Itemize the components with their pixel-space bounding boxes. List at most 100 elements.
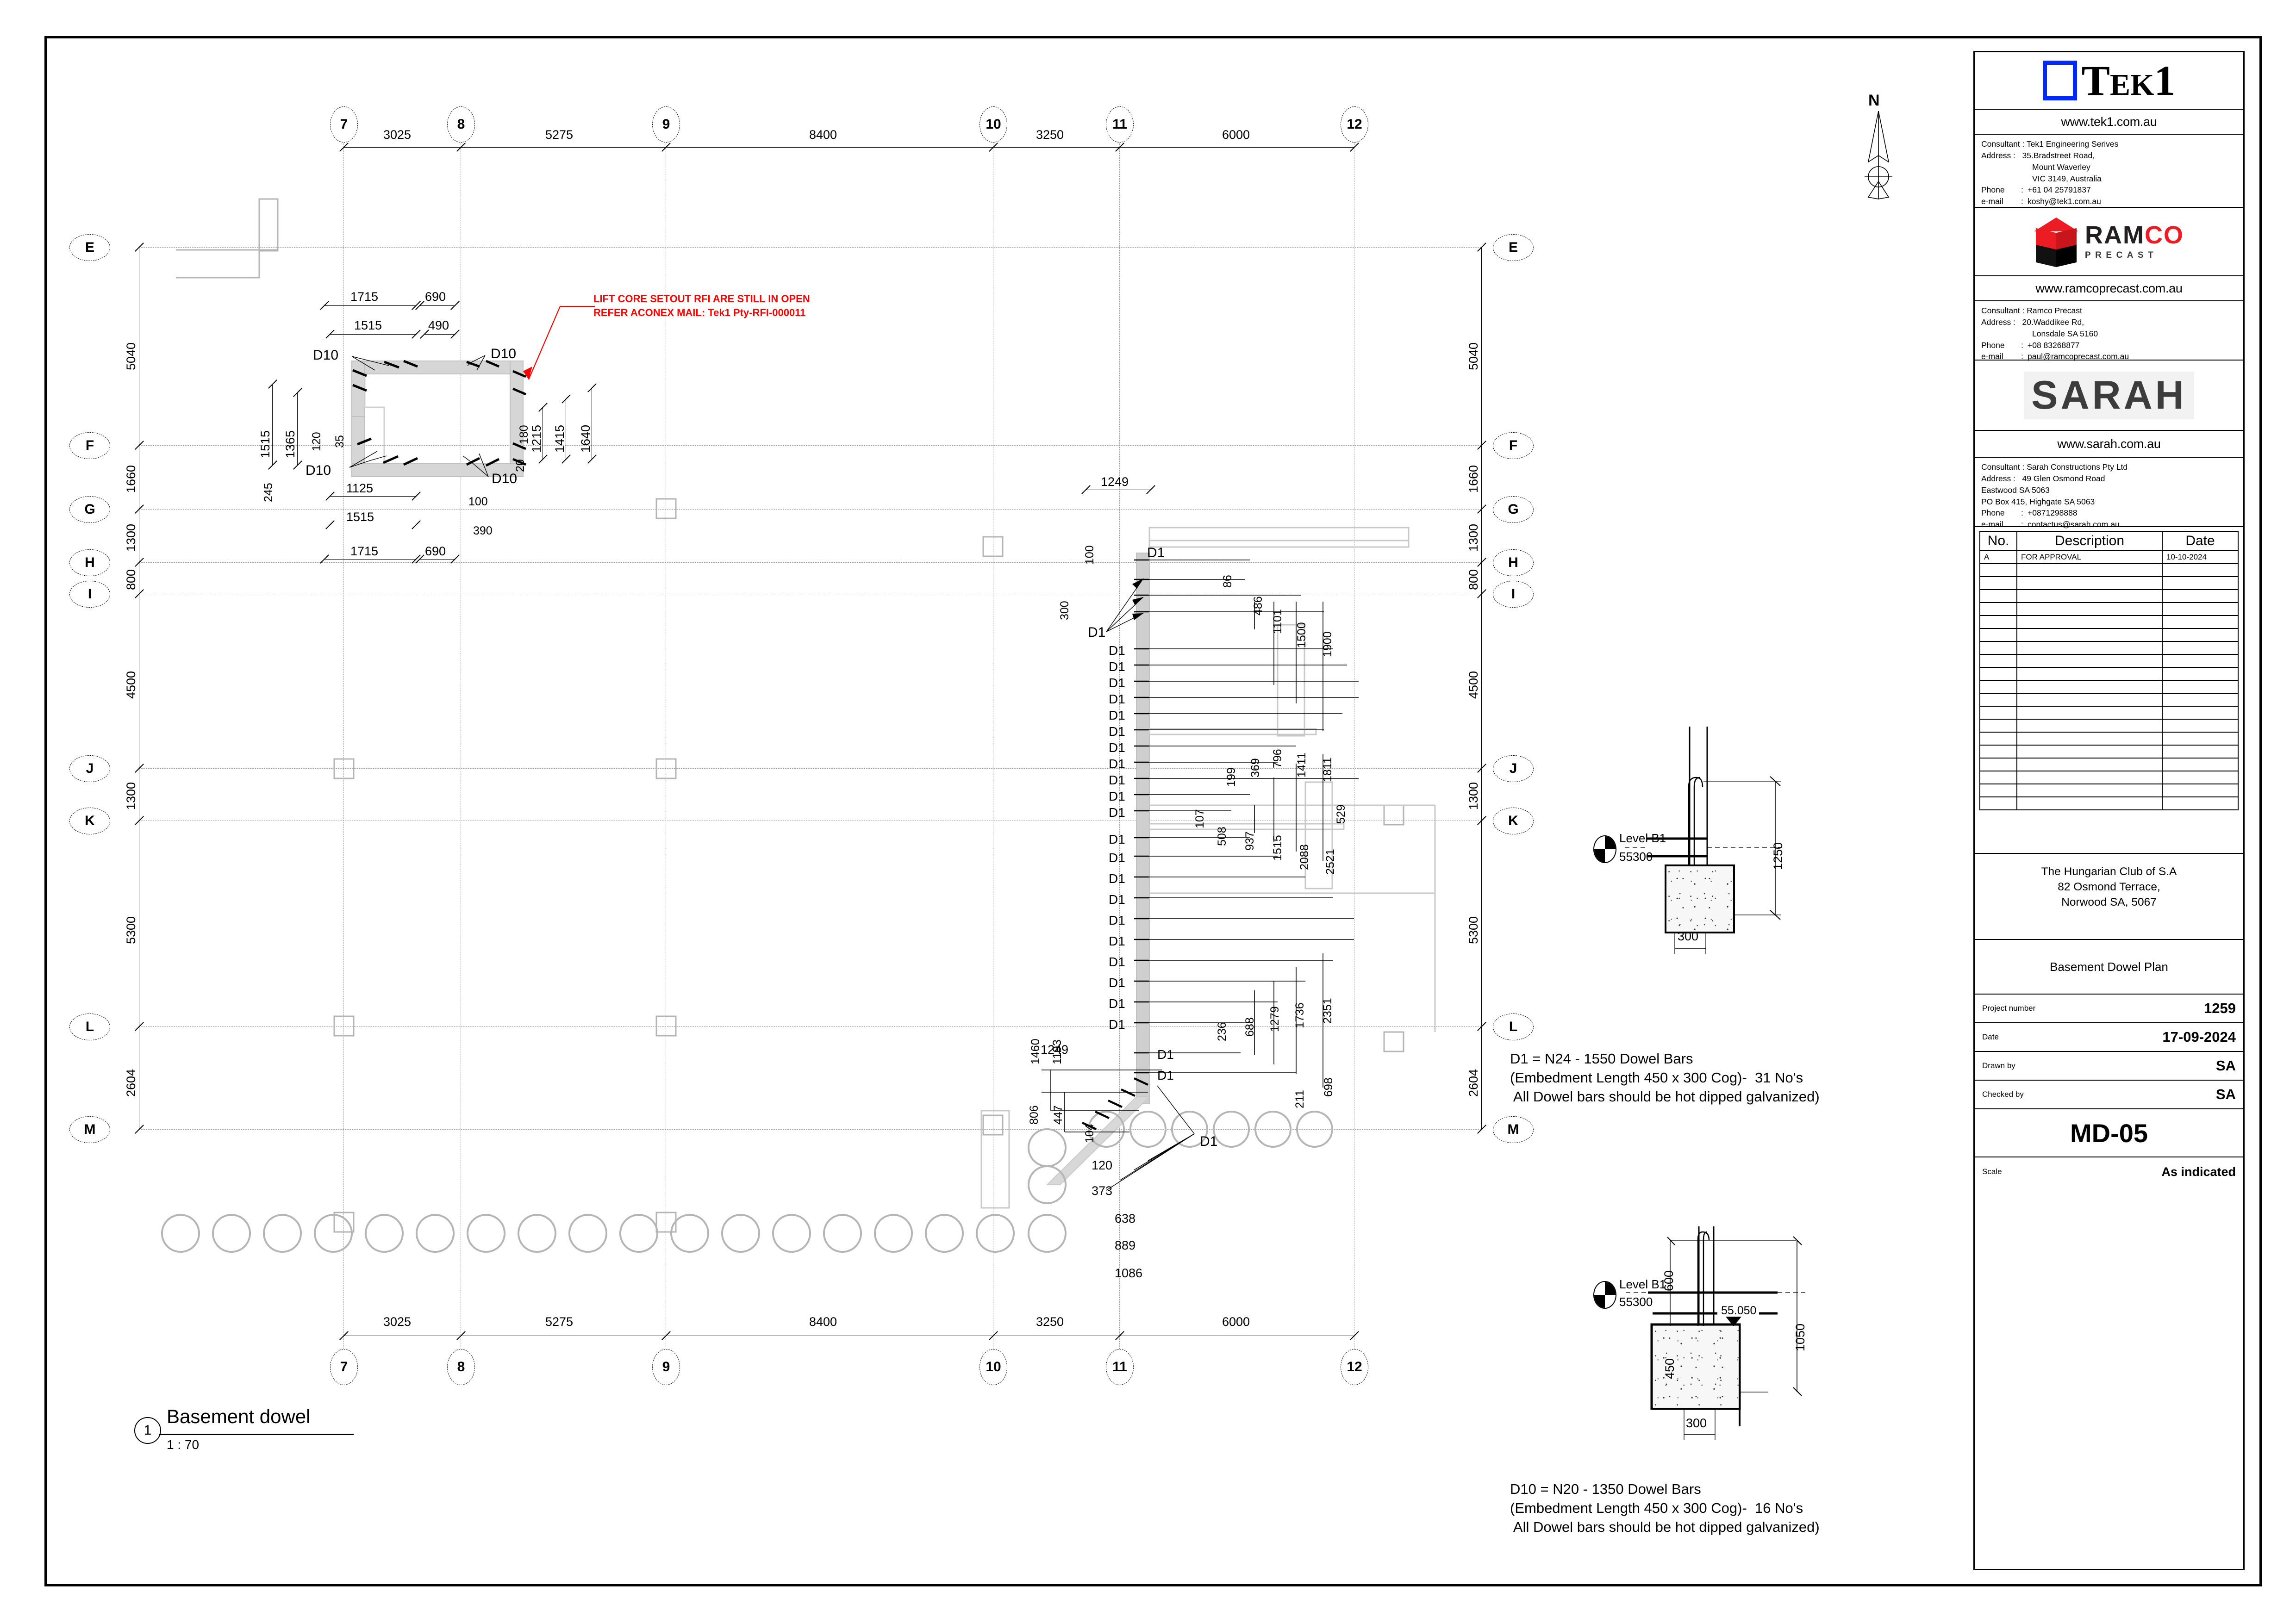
grid-bubble-J-left[interactable]: J: [69, 755, 110, 782]
d1-label-row: D1: [1109, 740, 1125, 755]
project-number-label: Project number: [1982, 1004, 2036, 1013]
grid-bubble-9-top[interactable]: 9: [652, 106, 680, 143]
grid-bubble-E-right[interactable]: E: [1493, 234, 1534, 261]
table-row[interactable]: [1979, 719, 2239, 733]
ramco-email-value[interactable]: paul@ramcoprecast.com.au: [2028, 352, 2129, 361]
rfi-note-line1: LIFT CORE SETOUT RFI ARE STILL IN OPEN: [593, 293, 810, 305]
table-row[interactable]: [1979, 641, 2239, 655]
project-line2: 82 Osmond Terrace,: [2058, 881, 2160, 894]
structure-outlines: [161, 198, 1436, 1253]
sarah-email-value[interactable]: contactus@sarah.com.au: [2028, 520, 2120, 529]
d10-label-top-left: D10: [313, 348, 339, 363]
grid-bubble-G-right[interactable]: G: [1493, 496, 1534, 523]
grid-bubble-12-bottom[interactable]: 12: [1341, 1349, 1368, 1385]
revision-table: No. Description Date A FOR APPROVAL 10-1…: [1979, 531, 2239, 810]
d1-label-row: D1: [1109, 1017, 1125, 1032]
grid-bubble-7-top[interactable]: 7: [330, 106, 358, 143]
table-row[interactable]: [1979, 771, 2239, 784]
grid-bubble-8-bottom[interactable]: 8: [447, 1349, 475, 1385]
grid-bubble-M-right[interactable]: M: [1493, 1116, 1534, 1143]
liftcore-dim-1715-top: 1715: [350, 290, 379, 304]
tek1-wordmark: TEK1: [2082, 56, 2176, 105]
table-row[interactable]: [1979, 784, 2239, 797]
table-row[interactable]: [1979, 758, 2239, 771]
sarah-logo-row: SARAH: [1975, 361, 2243, 431]
table-row[interactable]: [1979, 732, 2239, 746]
table-row[interactable]: [1979, 602, 2239, 616]
project-info-row: The Hungarian Club of S.A 82 Osmond Terr…: [1975, 854, 2243, 940]
detail-upper-dim-1250: 1250: [1771, 842, 1785, 870]
grid-bubble-H-left[interactable]: H: [69, 549, 110, 576]
liftcore-dim-100: 100: [468, 495, 488, 508]
ramco-info: Consultant : Ramco Precast Address : 20.…: [1975, 301, 2243, 366]
grid-bubble-I-right[interactable]: I: [1493, 581, 1534, 608]
table-row[interactable]: [1979, 706, 2239, 720]
gridline-row-F: [139, 445, 1481, 446]
grid-bubble-11-bottom[interactable]: 11: [1106, 1349, 1134, 1385]
liftcore-dim-690-top: 690: [425, 290, 446, 304]
grid-bubble-K-right[interactable]: K: [1493, 808, 1534, 834]
d10-label-bottom-left: D10: [306, 463, 331, 478]
grid-bubble-L-right[interactable]: L: [1493, 1014, 1534, 1040]
drawn-by-value: SA: [2215, 1057, 2236, 1074]
sarah-url[interactable]: www.sarah.com.au: [2057, 436, 2161, 451]
grid-bubble-8-top[interactable]: 8: [447, 106, 475, 143]
d1-dowel-symbols: [1106, 559, 1359, 1074]
liftcore-dim-1125: 1125: [346, 481, 374, 495]
grid-bubble-11-top[interactable]: 11: [1106, 106, 1134, 143]
grid-bubble-L-left[interactable]: L: [69, 1014, 110, 1040]
ramco-address-label: Address :: [1981, 317, 2015, 327]
grid-bubble-F-left[interactable]: F: [69, 432, 110, 459]
tek1-url[interactable]: www.tek1.com.au: [2061, 114, 2157, 129]
tek1-url-row[interactable]: www.tek1.com.au: [1975, 110, 2243, 135]
tek1-phone-value: +61 04 25791837: [2028, 185, 2091, 195]
sarah-address-label: Address :: [1981, 473, 2015, 483]
detail-section-upper: Level B1 55300 1250 300: [1565, 713, 1935, 990]
grid-bubble-I-left[interactable]: I: [69, 581, 110, 608]
table-row[interactable]: [1979, 654, 2239, 668]
grid-bubble-H-right[interactable]: H: [1493, 549, 1534, 576]
grid-bubble-K-left[interactable]: K: [69, 808, 110, 834]
liftcore-dim-390: 390: [473, 524, 493, 537]
table-row[interactable]: [1979, 667, 2239, 681]
table-row[interactable]: [1979, 680, 2239, 694]
revision-header-date: Date: [2162, 531, 2239, 551]
grid-bubble-10-bottom[interactable]: 10: [980, 1349, 1007, 1385]
liftcore-dim-690-bottom: 690: [425, 544, 446, 558]
tek1-square-icon: [2042, 61, 2077, 100]
liftcore-dim-490-top: 490: [428, 318, 449, 332]
revision-header-description: Description: [2016, 531, 2163, 551]
sarah-info-row: Consultant : Sarah Constructions Pty Ltd…: [1975, 458, 2243, 529]
table-row[interactable]: [1979, 589, 2239, 603]
table-row[interactable]: [1979, 796, 2239, 810]
table-row[interactable]: [1979, 563, 2239, 577]
grid-bubble-12-top[interactable]: 12: [1341, 106, 1368, 143]
table-row[interactable]: [1979, 615, 2239, 629]
detail-section-lower: Level B1 55300 600 450 1050 55.050 300: [1565, 1226, 1935, 1486]
grid-bubble-9-bottom[interactable]: 9: [652, 1349, 680, 1385]
grid-bubble-10-top[interactable]: 10: [980, 106, 1007, 143]
grid-bubble-7-bottom[interactable]: 7: [330, 1349, 358, 1385]
sarah-url-row[interactable]: www.sarah.com.au: [1975, 431, 2243, 458]
table-row[interactable]: [1979, 693, 2239, 707]
grid-bubble-G-left[interactable]: G: [69, 496, 110, 523]
table-row[interactable]: [1979, 745, 2239, 759]
table-row[interactable]: [1979, 628, 2239, 642]
d10-dowel-symbols: [349, 355, 526, 477]
ramco-url[interactable]: www.ramcoprecast.com.au: [2035, 281, 2183, 295]
grid-bubble-J-right[interactable]: J: [1493, 755, 1534, 782]
detail-upper-level-value: 55300: [1619, 850, 1653, 864]
grid-bubble-E-left[interactable]: E: [69, 234, 110, 261]
table-row[interactable]: [1979, 576, 2239, 590]
grid-bubble-M-left[interactable]: M: [69, 1116, 110, 1143]
tek1-email-value[interactable]: koshy@tek1.com.au: [2028, 197, 2101, 206]
scale-value: As indicated: [2161, 1164, 2236, 1179]
grid-bubble-F-right[interactable]: F: [1493, 432, 1534, 459]
d1-label-row: D1: [1109, 892, 1125, 907]
d10-label-bottom-right: D10: [492, 471, 518, 486]
ramco-url-row[interactable]: www.ramcoprecast.com.au: [1975, 276, 2243, 301]
table-row[interactable]: A FOR APPROVAL 10-10-2024: [1979, 550, 2239, 564]
gridline-row-L: [139, 1026, 1481, 1027]
tek1-address-line1: 35.Bradstreet Road,: [2022, 150, 2095, 160]
tek1-digit-one: 1: [2154, 57, 2176, 104]
